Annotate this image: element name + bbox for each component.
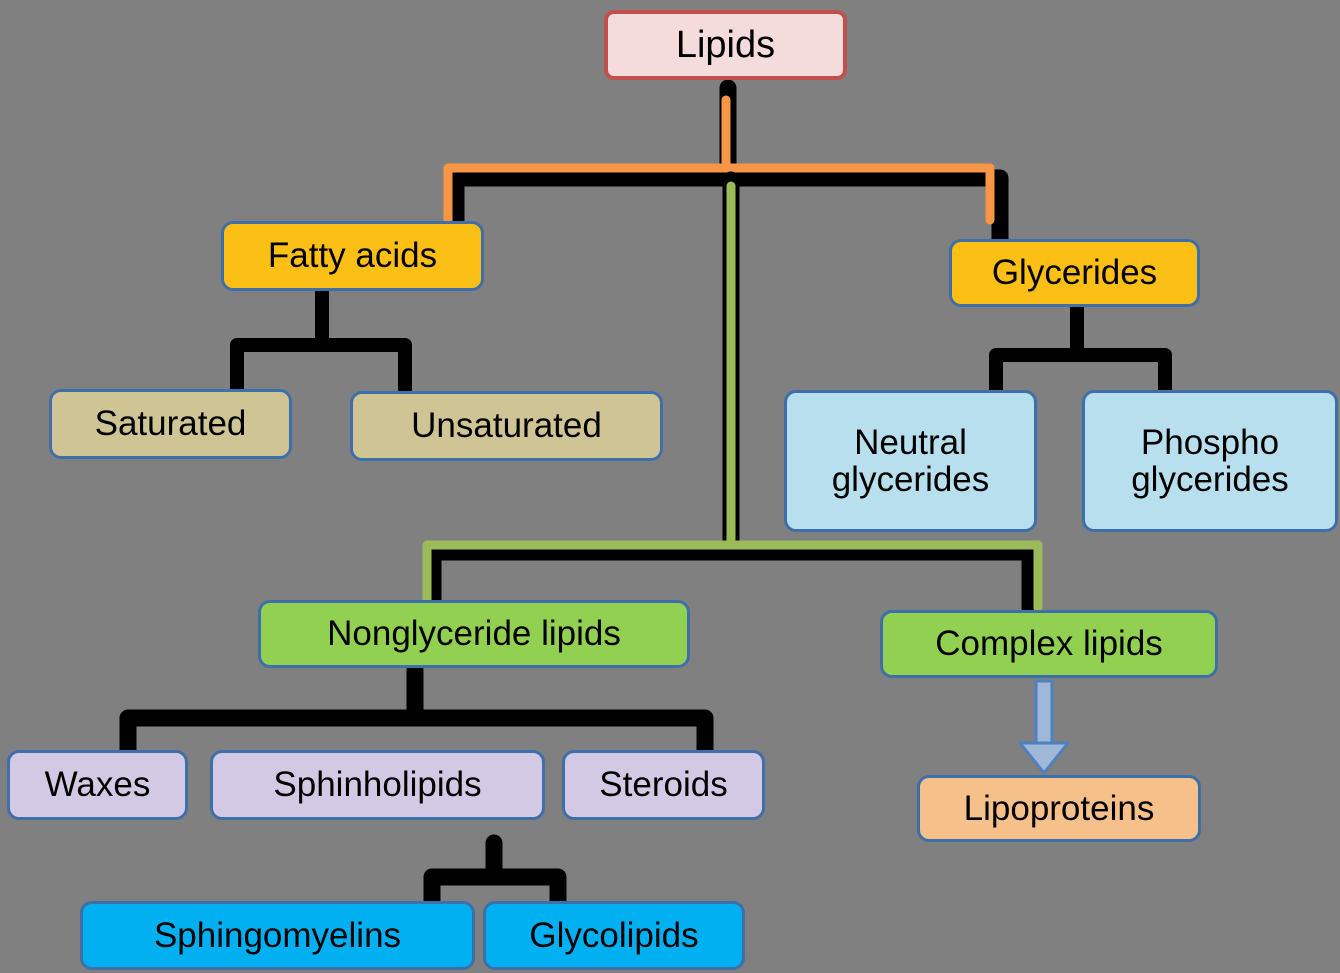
edge-nonglyceride-children: [119, 661, 714, 761]
node-saturated[interactable]: Saturated: [49, 389, 292, 459]
node-phospho-glycerides[interactable]: Phospho glycerides: [1082, 390, 1338, 532]
node-sphingomyelins[interactable]: Sphingomyelins: [80, 901, 475, 970]
node-sphinholipids[interactable]: Sphinholipids: [210, 750, 545, 820]
node-fatty-acids[interactable]: Fatty acids: [221, 221, 484, 291]
edge-glycerides-children: [989, 301, 1172, 399]
edge-lipids-level1-black: [447, 79, 1009, 251]
node-neutral-glycerides[interactable]: Neutral glycerides: [784, 390, 1037, 532]
edge-complex-lipids-to-lipoproteins-arrow: [1018, 679, 1070, 775]
edge-sphinholipids-children: [423, 834, 567, 911]
node-complex-lipids[interactable]: Complex lipids: [880, 610, 1218, 678]
node-waxes[interactable]: Waxes: [7, 750, 188, 820]
node-glycerides[interactable]: Glycerides: [949, 239, 1200, 307]
node-lipoproteins[interactable]: Lipoproteins: [917, 775, 1201, 842]
edge-fatty-acids-children: [230, 285, 412, 397]
node-nonglyceride-lipids[interactable]: Nonglyceride lipids: [258, 600, 690, 668]
node-lipids[interactable]: Lipids: [604, 10, 847, 80]
node-glycolipids[interactable]: Glycolipids: [483, 901, 745, 970]
node-unsaturated[interactable]: Unsaturated: [350, 391, 663, 461]
node-steroids[interactable]: Steroids: [562, 750, 765, 820]
edge-lipids-to-fatty-acids: [443, 95, 995, 233]
